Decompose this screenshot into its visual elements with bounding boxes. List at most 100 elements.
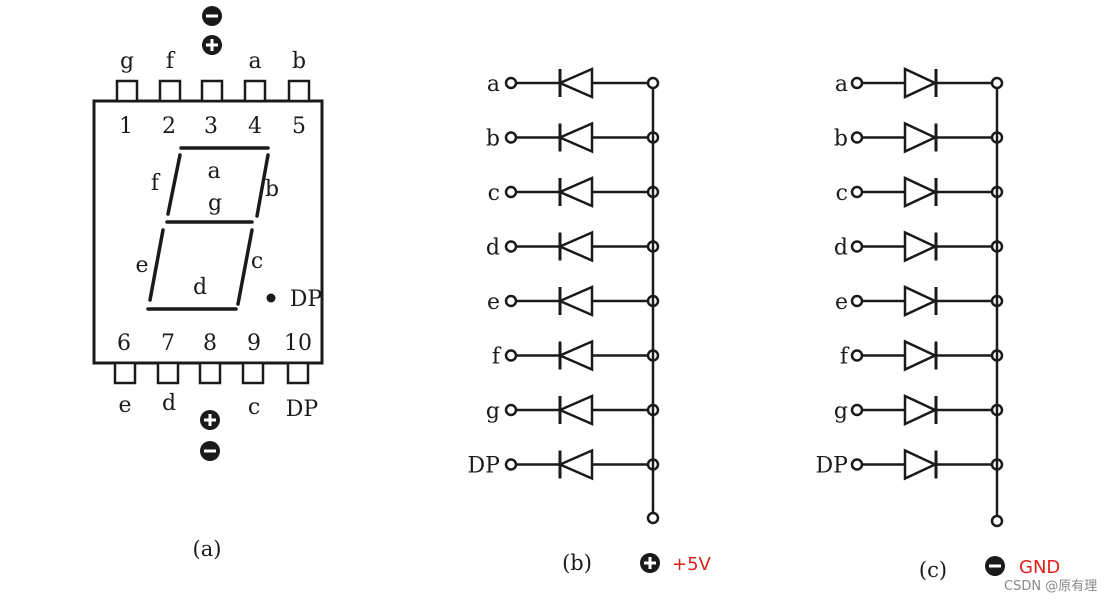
input-terminal xyxy=(850,403,864,417)
pin-number-5: 5 xyxy=(292,114,306,139)
diode-icon xyxy=(903,394,938,426)
pin-number-4: 4 xyxy=(248,114,262,139)
input-terminal xyxy=(504,294,518,308)
diode-icon xyxy=(556,448,594,481)
input-terminal xyxy=(504,349,518,362)
diode-row-e: e xyxy=(835,285,1004,317)
pin-label-10: DP xyxy=(286,397,319,422)
plus-icon xyxy=(640,553,660,573)
input-terminal xyxy=(504,403,518,417)
pin-number-7: 7 xyxy=(161,331,175,356)
input-terminal xyxy=(850,131,864,144)
diode-icon xyxy=(903,176,938,208)
bus-node xyxy=(646,76,660,90)
top-pins xyxy=(115,79,311,103)
row-label-g: g xyxy=(486,399,500,424)
diode-row-b: b xyxy=(834,121,1004,154)
row-label-e: e xyxy=(835,290,848,315)
diode-icon xyxy=(556,285,594,317)
diode-icon xyxy=(556,176,594,208)
row-label-g: g xyxy=(834,399,848,424)
display-package: g f a b 1 2 3 4 5 6 7 8 9 10 e d c DP xyxy=(92,6,324,561)
row-label-c: c xyxy=(488,181,500,206)
row-label-e: e xyxy=(487,290,500,315)
row-label-d: d xyxy=(486,236,500,261)
supply-label-gnd: GND xyxy=(1019,557,1060,578)
input-terminal xyxy=(850,185,864,199)
row-label-d: d xyxy=(834,236,848,261)
row-label-b: b xyxy=(486,127,500,152)
segment-e xyxy=(148,228,165,302)
pin-number-10: 10 xyxy=(284,331,312,356)
diode-icon xyxy=(903,285,938,317)
pin-number-6: 6 xyxy=(117,331,131,356)
decimal-point-dot xyxy=(266,293,276,303)
segment-f xyxy=(166,153,182,216)
diode-icon xyxy=(903,339,938,372)
pin-label-5: b xyxy=(292,49,306,74)
diode-icon xyxy=(556,121,594,154)
input-terminal xyxy=(504,76,518,90)
diode-row-c: c xyxy=(488,176,660,208)
row-label-a: a xyxy=(835,72,848,97)
minus-icon xyxy=(202,6,222,26)
diode-icon xyxy=(556,230,594,263)
diode-row-g: g xyxy=(486,394,660,426)
row-label-dp: DP xyxy=(468,454,501,479)
diode-icon xyxy=(903,121,938,154)
common-anode-circuit: a b c d e f gDP xyxy=(468,67,660,525)
input-terminal xyxy=(504,240,518,253)
diode-row-dp: DP xyxy=(816,448,1004,481)
input-terminal xyxy=(850,76,864,90)
diode-row-dp: DP xyxy=(468,448,660,481)
row-label-c: c xyxy=(836,181,848,206)
pin-label-2: f xyxy=(166,49,176,74)
pin-label-9: c xyxy=(248,395,260,420)
seven-segments xyxy=(146,146,270,311)
diode-row-f: f xyxy=(840,339,1004,372)
diode-row-c: c xyxy=(836,176,1004,208)
diode-icon xyxy=(556,394,594,426)
row-label-dp: DP xyxy=(816,454,849,479)
common-terminal xyxy=(990,514,1004,528)
input-terminal xyxy=(504,185,518,199)
input-terminal xyxy=(850,240,864,253)
diode-icon xyxy=(903,448,938,481)
pin-label-6: e xyxy=(118,393,131,418)
pin-number-3: 3 xyxy=(204,114,218,139)
pin-number-8: 8 xyxy=(203,331,217,356)
bottom-pins xyxy=(113,361,310,385)
minus-icon xyxy=(985,556,1005,576)
common-cathode-circuit: ab c d e f gDP xyxy=(816,67,1004,528)
pin-label-1: g xyxy=(120,49,134,74)
segment-label-c: c xyxy=(251,249,263,274)
diode-icon xyxy=(903,230,938,263)
input-terminal xyxy=(850,349,864,362)
segment-c xyxy=(236,228,254,306)
diode-row-d: d xyxy=(486,230,660,263)
diode-row-b: b xyxy=(486,121,660,154)
segment-label-d: d xyxy=(193,275,207,300)
caption-b: (b) xyxy=(562,551,592,575)
plus-icon xyxy=(202,35,222,55)
bus-node xyxy=(990,76,1004,90)
pin-label-4: a xyxy=(248,49,261,74)
segment-label-b: b xyxy=(265,177,279,202)
diode-icon xyxy=(556,339,594,372)
diode-icon xyxy=(556,67,594,99)
input-terminal xyxy=(850,458,864,471)
segment-b xyxy=(255,153,270,218)
watermark: CSDN @原有理 xyxy=(1004,579,1097,594)
diode-row-e: e xyxy=(487,285,660,317)
segment-label-a: a xyxy=(207,159,220,184)
input-terminal xyxy=(504,458,518,471)
pin-label-7: d xyxy=(162,391,176,416)
row-label-f: f xyxy=(840,345,850,370)
pin-number-9: 9 xyxy=(247,331,261,356)
diode-row-a: a xyxy=(487,67,660,99)
row-label-f: f xyxy=(492,345,502,370)
diode-icon xyxy=(903,67,938,99)
common-terminal xyxy=(646,511,660,525)
input-terminal xyxy=(504,131,518,144)
